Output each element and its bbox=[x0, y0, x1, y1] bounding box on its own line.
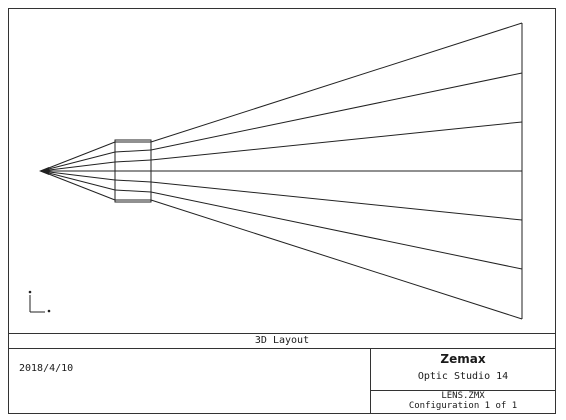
ray-2-segment-a bbox=[40, 151, 116, 172]
date-label: 2018/4/10 bbox=[19, 363, 74, 374]
ray-3-segment-b bbox=[114, 159, 152, 163]
ray-3-segment-c bbox=[150, 121, 523, 161]
ray-2-segment-c bbox=[150, 72, 523, 151]
file-name: LENS.ZMX bbox=[441, 391, 485, 401]
ray-1-segment-a bbox=[40, 141, 116, 172]
ray-5-segment-c bbox=[150, 181, 523, 221]
date-panel: 2018/4/10 bbox=[9, 349, 371, 413]
ray-6-segment-c bbox=[150, 191, 523, 270]
ray-fan bbox=[40, 22, 523, 320]
ray-6-segment-a bbox=[40, 170, 116, 191]
ray-diagram bbox=[9, 9, 555, 333]
layout-caption: 3D Layout bbox=[9, 333, 555, 349]
lens-element bbox=[114, 139, 152, 203]
ray-diagram-svg bbox=[28, 22, 523, 320]
ray-5-segment-b bbox=[114, 179, 152, 183]
file-info: LENS.ZMX Configuration 1 of 1 bbox=[371, 391, 555, 413]
brand-block: Zemax Optic Studio 14 bbox=[371, 349, 555, 391]
ray-3-segment-a bbox=[40, 161, 116, 172]
ray-7-segment-a bbox=[40, 170, 116, 201]
ray-6-segment-b bbox=[114, 189, 152, 193]
configuration-label: Configuration 1 of 1 bbox=[408, 401, 518, 411]
brand-name: Zemax bbox=[440, 352, 486, 366]
product-name: Optic Studio 14 bbox=[417, 371, 509, 382]
axis-tip-dot bbox=[28, 290, 32, 294]
title-block: Zemax Optic Studio 14 LENS.ZMX Configura… bbox=[371, 349, 555, 413]
ray-7-segment-c bbox=[150, 199, 523, 320]
ray-2-segment-b bbox=[114, 149, 152, 153]
axis-indicator-icon bbox=[28, 290, 51, 313]
ray-5-segment-a bbox=[40, 170, 116, 181]
layout-frame: 3D Layout 2018/4/10 Zemax Optic Studio 1… bbox=[8, 8, 556, 414]
axis-end-dot bbox=[47, 309, 51, 313]
object-point bbox=[39, 167, 49, 175]
ray-1-segment-c bbox=[150, 22, 523, 143]
